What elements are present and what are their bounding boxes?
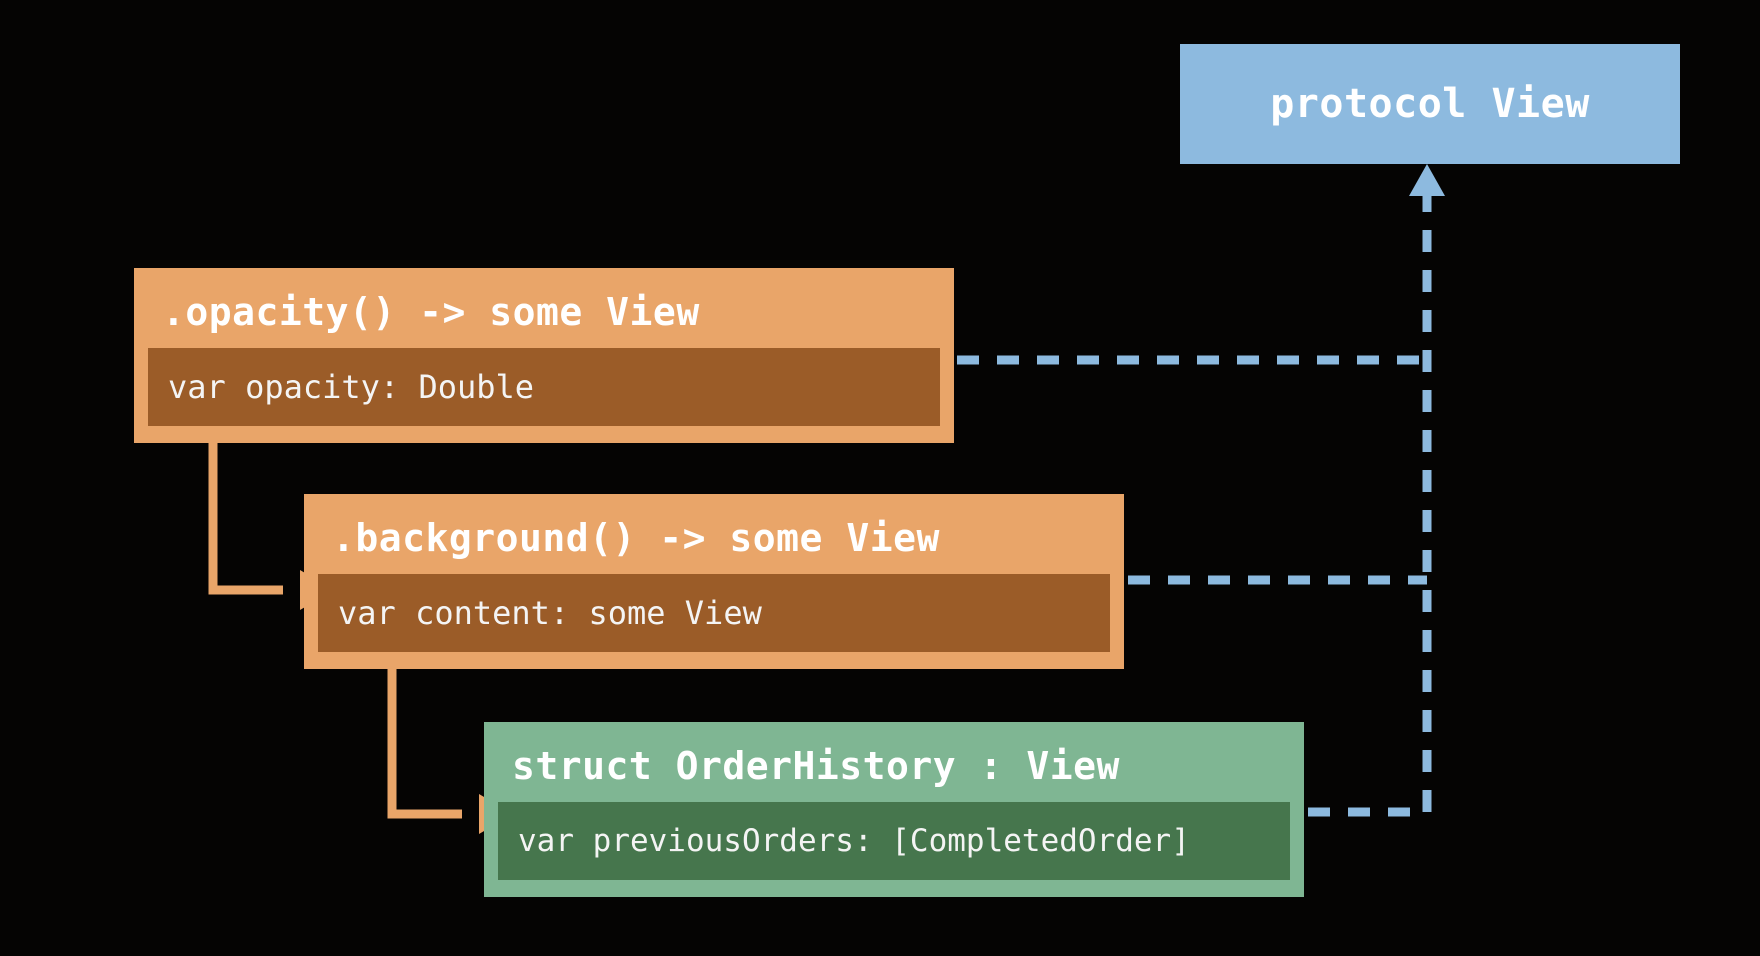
background-title: .background() -> some View	[332, 516, 940, 560]
opacity-member: var opacity: Double	[148, 348, 940, 426]
background-member: var content: some View	[318, 574, 1110, 652]
conformance-arrowhead	[1409, 164, 1445, 196]
node-background-modifier[interactable]: .background() -> some View var content: …	[304, 494, 1124, 669]
protocol-view-title: protocol View	[1270, 81, 1590, 127]
node-opacity-modifier[interactable]: .opacity() -> some View var opacity: Dou…	[134, 268, 954, 443]
order-history-title: struct OrderHistory : View	[512, 744, 1120, 788]
edge-background-wraps-struct	[387, 669, 462, 819]
order-history-member: var previousOrders: [CompletedOrder]	[498, 802, 1290, 880]
opacity-title: .opacity() -> some View	[162, 290, 700, 334]
node-order-history-struct[interactable]: struct OrderHistory : View var previousO…	[484, 722, 1304, 897]
node-protocol-view[interactable]: protocol View	[1180, 44, 1680, 164]
edge-opacity-wraps-background	[208, 443, 283, 595]
